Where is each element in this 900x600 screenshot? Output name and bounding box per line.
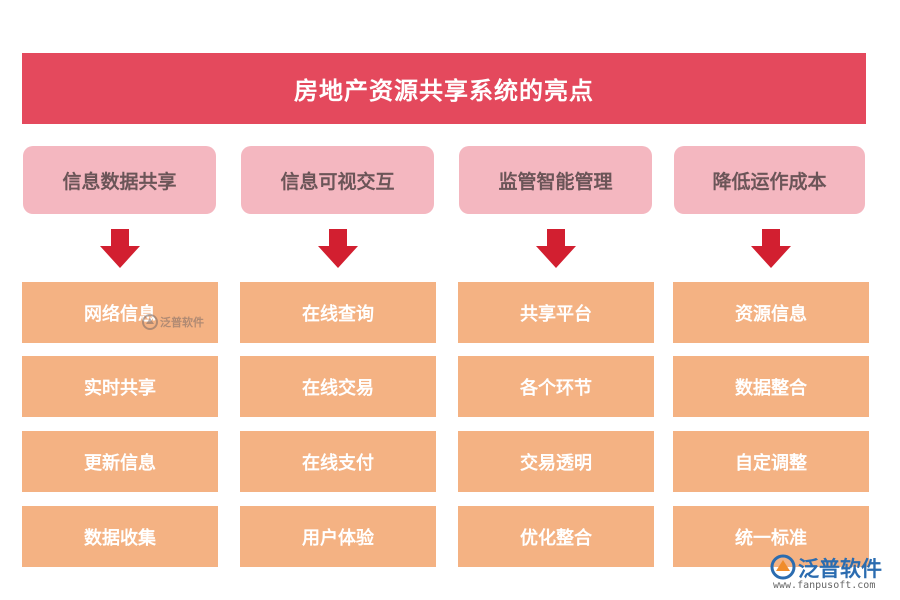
column-header: 监管智能管理 [459,146,652,214]
feature-item-label: 优化整合 [520,527,592,549]
brand-logo: 泛普软件 www.fanpusoft.com [770,553,895,595]
feature-item-label: 数据收集 [84,527,156,549]
feature-item-label: 在线查询 [302,303,374,325]
feature-item: 共享平台 [458,282,654,343]
brand-mark-icon [770,554,796,580]
feature-item: 自定调整 [673,431,869,492]
feature-column-data-sharing: 信息数据共享 网络信息 实时共享 更新信息 数据收集 [22,146,218,567]
feature-item: 在线查询 [240,282,436,343]
feature-item: 资源信息 [673,282,869,343]
down-arrow-icon [100,229,140,268]
down-arrow-icon [318,229,358,268]
feature-item: 在线支付 [240,431,436,492]
feature-item-label: 共享平台 [520,303,592,325]
feature-item: 用户体验 [240,506,436,567]
feature-item: 统一标准 [673,506,869,567]
feature-item: 交易透明 [458,431,654,492]
feature-column-smart-supervision: 监管智能管理 共享平台 各个环节 交易透明 优化整合 [458,146,654,567]
brand-name: 泛普软件 [798,557,882,581]
column-header-label: 信息可视交互 [280,170,395,193]
title-banner: 房地产资源共享系统的亮点 [22,53,866,124]
feature-item: 在线交易 [240,356,436,417]
down-arrow-icon [536,229,576,268]
column-header-label: 监管智能管理 [498,170,613,193]
feature-item-label: 交易透明 [520,452,592,474]
feature-item-label: 自定调整 [735,452,807,474]
feature-item-label: 在线支付 [302,452,374,474]
column-header-label: 降低运作成本 [712,170,827,193]
feature-item: 更新信息 [22,431,218,492]
feature-item: 实时共享 [22,356,218,417]
brand-url: www.fanpusoft.com [773,580,876,591]
feature-item-label: 网络信息 [84,303,156,325]
feature-item: 优化整合 [458,506,654,567]
feature-item: 各个环节 [458,356,654,417]
feature-item-label: 资源信息 [735,303,807,325]
feature-item-label: 实时共享 [84,377,156,399]
feature-column-cost-reduction: 降低运作成本 资源信息 数据整合 自定调整 统一标准 [673,146,869,567]
feature-item: 网络信息 [22,282,218,343]
feature-item-label: 更新信息 [84,452,156,474]
feature-column-visual-interaction: 信息可视交互 在线查询 在线交易 在线支付 用户体验 [240,146,436,567]
column-header: 信息数据共享 [23,146,216,214]
feature-item-label: 各个环节 [520,377,592,399]
diagram-title: 房地产资源共享系统的亮点 [294,77,594,105]
feature-item-label: 数据整合 [735,377,807,399]
column-header: 降低运作成本 [674,146,865,214]
feature-item: 数据收集 [22,506,218,567]
feature-item: 数据整合 [673,356,869,417]
feature-item-label: 用户体验 [302,527,374,549]
down-arrow-icon [751,229,791,268]
column-header: 信息可视交互 [241,146,434,214]
feature-item-label: 在线交易 [302,377,374,399]
column-header-label: 信息数据共享 [62,170,177,193]
feature-item-label: 统一标准 [735,527,807,549]
